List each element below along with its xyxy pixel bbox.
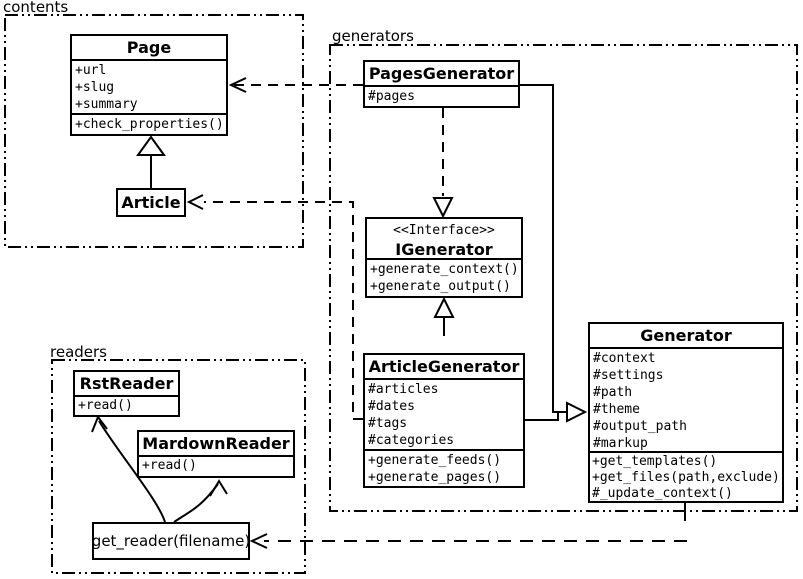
class-mardownreader-methods: +read() <box>142 458 197 473</box>
package-label-readers: readers <box>50 343 107 361</box>
package-contents-border <box>4 14 304 248</box>
dependency-pagesgenerator-to-page <box>228 77 363 93</box>
realization-pagesgenerator-to-igenerator <box>432 108 454 219</box>
class-generator-methods: +get_templates() +get_files(path,exclude… <box>590 451 782 501</box>
dependency-generator-to-getreader <box>249 503 687 549</box>
class-igenerator-title: IGenerator <box>395 240 493 259</box>
class-generator-attributes: #context #settings #path #theme #output_… <box>593 351 687 451</box>
arrow-getreader-to-mardownreader <box>173 479 228 523</box>
class-page: Page +url +slug +summary +check_properti… <box>70 34 228 136</box>
function-get-reader: get_reader(filename) <box>92 522 250 560</box>
class-rstreader-methods: +read() <box>78 398 133 413</box>
class-igenerator-methods: +generate_context() +generate_output() <box>370 262 519 294</box>
class-articlegenerator-methods: +generate_feeds() +generate_pages() <box>365 449 523 486</box>
dependency-articlegenerator-to-article <box>186 194 363 420</box>
class-igenerator-header: <<Interface>> IGenerator <box>367 219 521 260</box>
class-generator-title: Generator <box>590 324 782 349</box>
class-pagesgenerator-attributes: #pages <box>368 89 415 104</box>
generalization-generators-to-generator <box>520 84 588 423</box>
class-articlegenerator: ArticleGenerator #articles #dates #tags … <box>363 353 525 488</box>
package-readers-border <box>51 359 306 574</box>
realization-articlegenerator-to-igenerator <box>433 296 455 336</box>
class-igenerator: <<Interface>> IGenerator +generate_conte… <box>365 217 523 298</box>
class-article: Article <box>116 188 186 217</box>
class-rstreader: RstReader +read() <box>73 370 180 417</box>
package-label-generators: generators <box>332 27 414 45</box>
class-articlegenerator-attributes: #articles #dates #tags #categories <box>368 382 455 448</box>
class-page-methods: +check_properties() <box>72 113 226 134</box>
package-generators-border <box>329 44 798 512</box>
class-page-title: Page <box>72 36 226 61</box>
package-label-contents: contents <box>3 0 69 16</box>
class-page-attributes: +url +slug +summary <box>75 63 138 112</box>
class-igenerator-stereotype: <<Interface>> <box>393 223 495 238</box>
class-articlegenerator-title: ArticleGenerator <box>365 355 523 380</box>
class-mardownreader: MardownReader +read() <box>137 430 295 478</box>
class-pagesgenerator: PagesGenerator #pages <box>363 60 520 108</box>
class-pagesgenerator-title: PagesGenerator <box>365 62 518 87</box>
generalization-article-to-page <box>136 135 166 188</box>
class-article-title: Article <box>121 193 181 212</box>
class-mardownreader-title: MardownReader <box>139 432 293 457</box>
class-generator: Generator #context #settings #path #them… <box>588 322 784 503</box>
class-rstreader-title: RstReader <box>75 372 178 397</box>
